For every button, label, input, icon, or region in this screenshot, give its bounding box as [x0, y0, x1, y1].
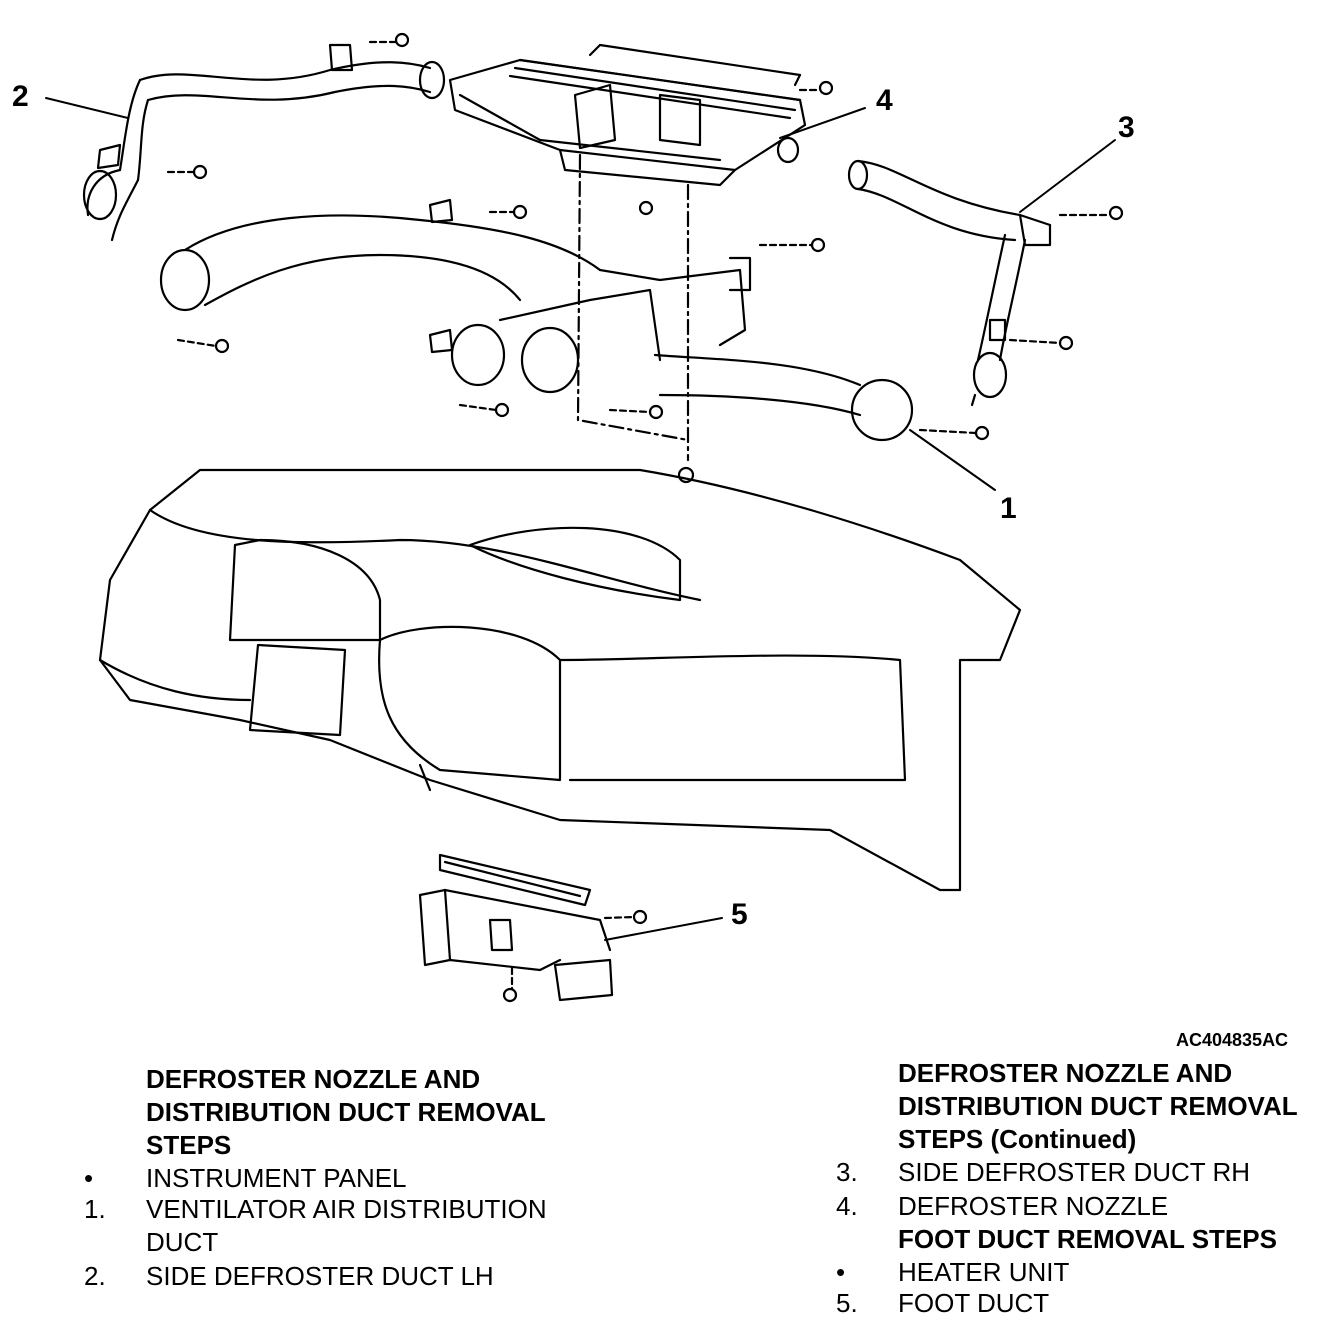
step-text: FOOT DUCT: [898, 1288, 1050, 1318]
left-step-instrument-panel: • INSTRUMENT PANEL: [84, 1163, 644, 1194]
step-text: INSTRUMENT PANEL: [146, 1163, 407, 1193]
callout-2: 2: [12, 80, 29, 113]
step-number: 5.: [836, 1288, 858, 1318]
left-step-1: 1. VENTILATOR AIR DISTRIBUTION: [84, 1194, 644, 1225]
foot-duct: [418, 853, 614, 1002]
right-heading: DEFROSTER NOZZLE AND DISTRIBUTION DUCT R…: [898, 1057, 1298, 1156]
step-text: VENTILATOR AIR DISTRIBUTION: [146, 1194, 547, 1224]
step-number: 1.: [84, 1194, 106, 1224]
left-step-1-cont: DUCT: [84, 1227, 644, 1258]
callout-3: 3: [1118, 111, 1135, 144]
right-heading-line2: DISTRIBUTION DUCT REMOVAL: [898, 1091, 1298, 1121]
right-step-3: 3. SIDE DEFROSTER DUCT RH: [836, 1157, 1336, 1188]
left-heading: DEFROSTER NOZZLE AND DISTRIBUTION DUCT R…: [146, 1063, 546, 1162]
foot-duct-subheading: FOOT DUCT REMOVAL STEPS: [898, 1224, 1277, 1254]
screw-fasteners: [166, 32, 1124, 1003]
side-defroster-duct-rh: [847, 159, 1052, 407]
callout-4: 4: [876, 84, 893, 117]
step-text: SIDE DEFROSTER DUCT RH: [898, 1157, 1250, 1187]
instrument-panel: [98, 468, 1022, 892]
left-heading-line2: DISTRIBUTION DUCT REMOVAL: [146, 1097, 546, 1127]
right-heading-line1: DEFROSTER NOZZLE AND: [898, 1058, 1233, 1088]
figure-code: AC404835AC: [1176, 1030, 1289, 1050]
alignment-lines: [576, 153, 690, 462]
right-step-4: 4. DEFROSTER NOZZLE: [836, 1191, 1336, 1222]
step-bullet: •: [836, 1257, 846, 1287]
callout-leader-lines: [45, 97, 1116, 941]
side-defroster-duct-lh: [82, 43, 446, 242]
step-text: DUCT: [146, 1227, 219, 1257]
step-text: SIDE DEFROSTER DUCT LH: [146, 1261, 494, 1291]
callout-5: 5: [731, 898, 748, 931]
step-number: 2.: [84, 1261, 106, 1291]
callout-1: 1: [1000, 492, 1017, 525]
left-heading-line3: STEPS: [146, 1130, 232, 1160]
step-number: 3.: [836, 1157, 858, 1187]
left-step-2: 2. SIDE DEFROSTER DUCT LH: [84, 1261, 644, 1292]
right-step-heater-unit: • HEATER UNIT: [836, 1257, 1336, 1288]
step-text: HEATER UNIT: [898, 1257, 1070, 1287]
step-text: DEFROSTER NOZZLE: [898, 1191, 1169, 1221]
right-heading-line3: STEPS (Continued): [898, 1124, 1137, 1154]
defroster-nozzle: [448, 43, 807, 187]
left-heading-line1: DEFROSTER NOZZLE AND: [146, 1064, 481, 1094]
step-bullet: •: [84, 1163, 94, 1193]
ventilator-air-distribution-duct: [159, 198, 914, 442]
right-step-5: 5. FOOT DUCT: [836, 1288, 1336, 1319]
step-number: 4.: [836, 1191, 858, 1221]
